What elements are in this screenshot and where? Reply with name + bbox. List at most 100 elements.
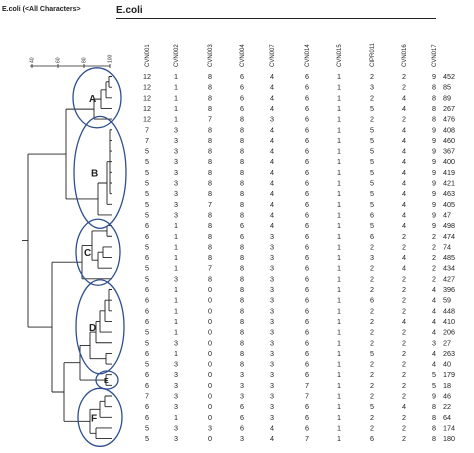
table-cell: 6 (145, 306, 149, 315)
table-cell: 4 (270, 221, 274, 230)
cluster-label: D (89, 323, 96, 334)
cluster-label: C (84, 248, 91, 259)
row-id: 396 (443, 285, 455, 294)
row-id: 427 (443, 274, 455, 283)
row-id: 434 (443, 264, 455, 273)
table-cell: 5 (370, 136, 374, 145)
table-cell: 8 (240, 136, 244, 145)
table-cell: 3 (270, 413, 274, 422)
table-cell: 3 (208, 423, 212, 432)
table-cell: 4 (432, 360, 436, 369)
table-cell: 3 (174, 338, 178, 347)
table-cell: 9 (432, 125, 436, 134)
row-id: 498 (443, 221, 455, 230)
table-cell: 1 (337, 274, 341, 283)
table-cell: 2 (370, 413, 374, 422)
row-id: 59 (443, 296, 451, 305)
table-cell: 4 (402, 168, 406, 177)
table-cell: 1 (337, 232, 341, 241)
table-cell: 1 (337, 242, 341, 251)
table-cell: 12 (143, 115, 151, 124)
table-cell: 8 (432, 402, 436, 411)
table-cell: 1 (337, 296, 341, 305)
table-cell: 1 (337, 104, 341, 113)
table-cell: 8 (208, 179, 212, 188)
column-header: CVN003 (208, 44, 214, 67)
table-cell: 8 (240, 285, 244, 294)
table-cell: 8 (240, 200, 244, 209)
table-cell: 9 (432, 72, 436, 81)
table-cell: 8 (240, 349, 244, 358)
table-cell: 3 (270, 242, 274, 251)
table-cell: 8 (240, 147, 244, 156)
table-cell: 6 (305, 338, 309, 347)
table-cell: 5 (370, 200, 374, 209)
table-cell: 1 (337, 253, 341, 262)
table-cell: 3 (270, 115, 274, 124)
table-cell: 2 (432, 253, 436, 262)
table-cell: 6 (240, 72, 244, 81)
column-header: CVN015 (337, 44, 343, 67)
table-cell: 9 (432, 221, 436, 230)
table-cell: 3 (270, 253, 274, 262)
table-cell: 1 (337, 285, 341, 294)
table-cell: 6 (305, 253, 309, 262)
table-cell: 8 (432, 104, 436, 113)
table-cell: 4 (402, 147, 406, 156)
table-cell: 6 (370, 210, 374, 219)
table-cell: 3 (270, 285, 274, 294)
table-cell: 6 (305, 274, 309, 283)
table-cell: 8 (208, 147, 212, 156)
table-cell: 8 (240, 338, 244, 347)
table-cell: 9 (432, 189, 436, 198)
table-cell: 7 (145, 125, 149, 134)
cluster-outline (73, 115, 127, 230)
table-cell: 1 (337, 402, 341, 411)
table-cell: 6 (370, 296, 374, 305)
table-cell: 2 (370, 423, 374, 432)
table-cell: 3 (174, 136, 178, 145)
table-cell: 5 (370, 125, 374, 134)
table-cell: 3 (240, 370, 244, 379)
table-cell: 3 (240, 392, 244, 401)
cluster-outline (75, 218, 121, 286)
table-cell: 1 (174, 413, 178, 422)
table-cell: 5 (145, 189, 149, 198)
table-cell: 1 (337, 328, 341, 337)
table-cell: 6 (305, 285, 309, 294)
row-id: 74 (443, 242, 451, 251)
table-cell: 2 (370, 93, 374, 102)
table-cell: 8 (240, 157, 244, 166)
table-cell: 1 (337, 93, 341, 102)
table-cell: 4 (402, 264, 406, 273)
table-cell: 2 (402, 115, 406, 124)
table-cell: 3 (174, 434, 178, 443)
scale-tick-label: 60 (56, 57, 62, 63)
table-cell: 6 (145, 413, 149, 422)
table-cell: 2 (402, 72, 406, 81)
table-cell: 6 (305, 136, 309, 145)
table-cell: 0 (208, 413, 212, 422)
column-header: CVN001 (145, 44, 151, 67)
row-id: 485 (443, 253, 455, 262)
row-id: 85 (443, 83, 451, 92)
table-cell: 5 (370, 221, 374, 230)
table-cell: 5 (370, 168, 374, 177)
table-cell: 6 (305, 402, 309, 411)
table-cell: 8 (208, 232, 212, 241)
table-cell: 6 (145, 370, 149, 379)
table-cell: 6 (145, 402, 149, 411)
cluster-label: A (89, 94, 96, 105)
table-cell: 2 (370, 72, 374, 81)
table-cell: 1 (174, 296, 178, 305)
table-cell: 6 (305, 328, 309, 337)
table-cell: 2 (370, 264, 374, 273)
table-cell: 4 (402, 157, 406, 166)
table-cell: 0 (208, 402, 212, 411)
row-id: 452 (443, 72, 455, 81)
table-cell: 8 (208, 274, 212, 283)
table-cell: 8 (240, 253, 244, 262)
table-cell: 8 (240, 189, 244, 198)
table-cell: 6 (305, 232, 309, 241)
table-cell: 8 (240, 210, 244, 219)
